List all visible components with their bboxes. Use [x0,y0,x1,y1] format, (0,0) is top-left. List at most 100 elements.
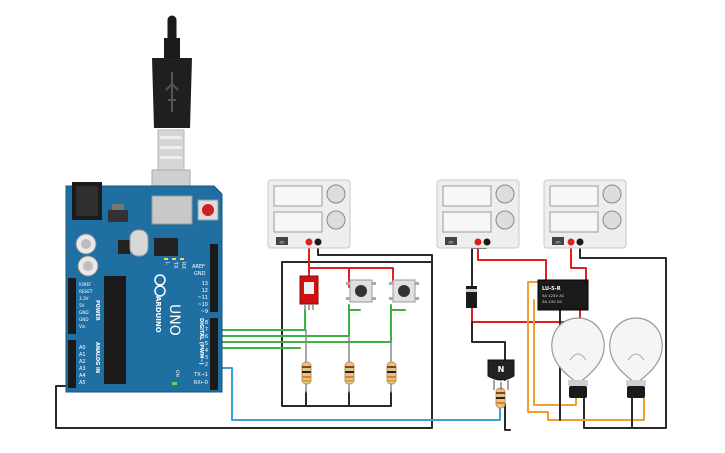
bulb-icon[interactable] [609,317,663,398]
current-knob[interactable] [495,210,515,230]
terminal-positive[interactable] [567,238,575,246]
digital-pin-label: ~3 [201,355,208,361]
wire-blue-base[interactable] [215,367,501,421]
wire-black-transistor-2[interactable] [504,403,511,431]
model-label: UNO [166,304,182,336]
power-supply[interactable]: on [436,179,520,249]
wire-gnd-resistors[interactable] [281,261,392,407]
usb-cable-icon [151,15,192,221]
voltage-display [442,185,492,207]
power-button-label: on [556,240,561,245]
usb-socket [151,195,193,225]
wire-red-supply3[interactable] [570,241,587,283]
led-tx-label: TX [172,261,178,269]
wire-vcc-1[interactable] [308,241,394,288]
diode-icon[interactable] [466,286,477,308]
power-button[interactable] [445,237,457,245]
analog-header [68,340,76,388]
power-pin-label: Vin [79,324,86,329]
power-pin-label: 3.3V [79,296,89,301]
relay[interactable]: LU-5-R 5A 125V AC 3A 24V DC [537,279,589,311]
bulb-icon[interactable] [551,317,605,398]
power-pin-label: GND [79,317,89,322]
wire-orange-lamp-left[interactable] [533,299,577,406]
digital-pin-label: 4 [205,348,208,354]
digital-header-low [210,318,218,390]
voltage-knob[interactable] [495,184,515,204]
power-button[interactable] [552,237,564,245]
gnd-label: GND [194,271,206,277]
regulator [108,210,128,222]
relay-label-model: LU-5-R [542,286,561,292]
digital-pin-label: 8 [205,320,208,326]
transistor-label: N [498,365,505,374]
digital-pin-label: ~9 [201,309,208,315]
voltage-knob[interactable] [602,184,622,204]
power-section-label: POWER [94,300,100,321]
arduino-logo-icon [154,274,166,297]
aref-label: AREF [192,264,205,270]
analog-pin-label: A2 [79,359,86,365]
terminal-negative[interactable] [314,238,322,246]
relay-label-ac: 5A 125V AC [542,293,565,298]
resistor-icon[interactable] [495,387,506,409]
wire-black-supply3[interactable] [579,241,667,429]
digital-pin-label: 13 [202,281,208,287]
power-pin-label: 5V [79,303,85,308]
power-button-label: on [280,240,285,245]
voltage-knob[interactable] [326,184,346,204]
current-display [549,211,599,233]
transistor-icon[interactable]: N [487,359,515,390]
analog-pin-label: A3 [79,366,86,372]
analog-pin-label: A0 [79,345,86,351]
pushbutton-icon[interactable] [346,279,376,303]
pushbutton-icon[interactable] [389,279,419,303]
digital-pin-label: ~6 [201,334,208,340]
analog-pin-label: A4 [79,373,86,379]
wire-signal-button-1[interactable] [215,304,361,337]
analog-section-label: ANALOG IN [94,342,100,373]
analog-pin-label: A1 [79,352,86,358]
power-pin-label: GND [79,310,89,315]
resistor-icon[interactable] [301,361,312,385]
led-rx-label: RX [180,262,186,269]
chip-16u2 [154,238,178,256]
switch-handle[interactable] [304,282,314,294]
voltage-display [549,185,599,207]
current-knob[interactable] [602,210,622,230]
power-pin-label: IOREF [79,282,92,287]
atmega-chip [104,276,126,384]
wire-gnd-main[interactable] [55,241,433,429]
terminal-negative[interactable] [576,238,584,246]
power-supply[interactable]: on [267,179,351,249]
wire-signal-switch[interactable] [215,309,306,331]
power-button[interactable] [276,237,288,245]
wire-orange-lamps[interactable] [527,281,645,421]
voltage-display [273,185,323,207]
current-display [442,211,492,233]
slide-switch[interactable] [299,275,319,310]
wire-black-transistor[interactable] [471,241,506,381]
arduino-board[interactable]: IOREF RESET 3.3V 5V GND GND Vin POWER A0… [65,182,223,393]
power-header [68,278,76,334]
resistor-icon[interactable] [344,361,355,385]
on-label: ON [174,370,180,377]
power-button-label: on [449,240,454,245]
digital-header-high [210,244,218,312]
chip-small [118,240,130,254]
resistor-icon[interactable] [386,361,397,385]
brand-label: ARDUINO [154,296,162,333]
digital-pin-label: 12 [202,288,208,294]
terminal-positive[interactable] [474,238,482,246]
terminal-negative[interactable] [483,238,491,246]
current-knob[interactable] [326,210,346,230]
digital-pin-label: ~5 [201,341,208,347]
power-supply[interactable]: on [543,179,627,249]
crystal-icon [129,229,149,257]
digital-pin-label: RX←0 [194,380,208,386]
analog-pin-label: A5 [79,380,86,386]
terminal-positive[interactable] [305,238,313,246]
relay-label-dc: 3A 24V DC [542,299,563,304]
led-l-label: L [164,262,170,265]
